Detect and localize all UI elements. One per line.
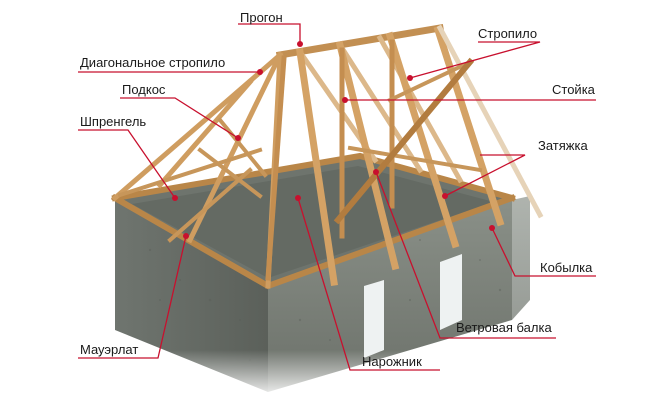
- label-mauerlat: Мауэрлат: [80, 342, 139, 357]
- leader-podkos: [120, 97, 239, 139]
- leader-wind-beam: [375, 171, 556, 339]
- label-stropilo: Стропило: [478, 26, 538, 41]
- label-wind-beam: Ветровая балка: [456, 320, 552, 335]
- leader-narozhnik: [297, 197, 440, 371]
- label-podkos: Подкос: [122, 82, 166, 97]
- label-zatyazhka: Затяжка: [538, 138, 588, 153]
- label-shprengel: Шпренгель: [80, 114, 147, 129]
- leader-progon: [238, 23, 301, 42]
- roof-timber-frame: [110, 23, 544, 290]
- label-diagonal-rafter: Диагональное стропило: [80, 55, 226, 70]
- label-kobylka: Кобылка: [540, 260, 593, 275]
- leader-lines: [78, 23, 596, 371]
- leader-mauerlat: [78, 235, 187, 359]
- leader-shprengel: [78, 129, 176, 199]
- label-stoyka: Стойка: [552, 82, 595, 97]
- label-narozhnik: Нарожник: [362, 354, 422, 369]
- leader-dots: [172, 41, 495, 239]
- leader-zatyazhka: [444, 154, 526, 197]
- label-progon: Прогон: [240, 10, 283, 25]
- leader-stropilo: [409, 41, 541, 79]
- leader-kobylka: [491, 227, 596, 277]
